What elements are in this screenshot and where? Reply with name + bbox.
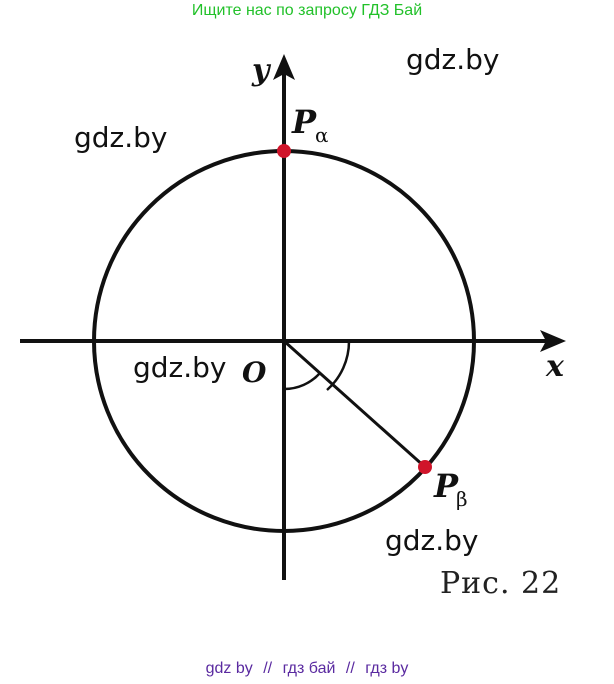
footer-link-gdz-bai[interactable]: гдз бай (282, 660, 336, 677)
watermark-center: gdz.by (133, 351, 227, 384)
p-alpha-letter: P (291, 103, 317, 141)
x-axis-arrow (540, 330, 566, 352)
angle-arc-inner (283, 372, 321, 391)
origin-label: O (242, 356, 267, 389)
watermark-left: gdz.by (74, 121, 168, 154)
watermark-bottom-right: gdz.by (385, 524, 479, 557)
footer-separator-1: // (263, 660, 273, 677)
y-axis-arrow (273, 54, 295, 80)
p-alpha-subscript: α (315, 123, 329, 147)
x-axis-label: x (545, 349, 565, 384)
footer-separator-2: // (345, 660, 355, 677)
y-axis-label: y (251, 53, 272, 88)
point-p-beta (418, 460, 432, 474)
footer-links: gdz by // гдз бай // гдз by (0, 658, 614, 680)
footer-link-gdz-by-cyr[interactable]: гдз by (365, 660, 409, 677)
point-p-alpha (277, 144, 291, 158)
p-beta-subscript: β (456, 487, 468, 511)
search-hint-banner: Ищите нас по запросу ГДЗ Бай (191, 2, 423, 19)
angle-arc-outer (326, 340, 351, 391)
figure-caption: Рис. 22 (440, 566, 562, 601)
radius-to-p-beta (283, 339, 426, 469)
p-beta-letter: P (433, 467, 459, 505)
watermark-top-right: gdz.by (406, 43, 500, 76)
footer-link-gdz-by[interactable]: gdz by (205, 660, 253, 677)
